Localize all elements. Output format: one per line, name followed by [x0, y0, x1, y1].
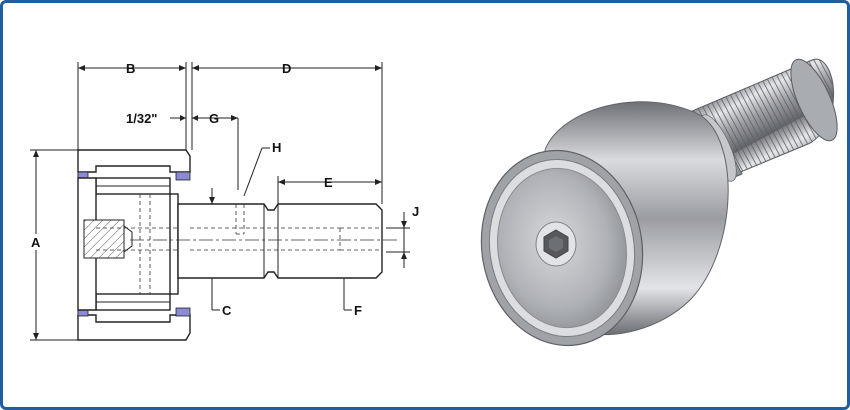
label-j: J	[412, 204, 419, 219]
label-b: B	[126, 61, 135, 76]
label-e: E	[324, 175, 333, 190]
hex-socket	[83, 219, 125, 259]
stud-shank	[177, 203, 383, 279]
seal-bottom-right	[175, 307, 191, 317]
outer-ring-top	[77, 149, 191, 173]
technical-drawing: B D 1/32" G H E J F	[26, 61, 419, 341]
seal-top-right	[175, 171, 191, 181]
label-c: C	[222, 303, 232, 318]
outer-ring-bottom	[77, 314, 191, 341]
end-plate	[169, 193, 179, 295]
label-d: D	[282, 61, 291, 76]
label-h: H	[272, 140, 281, 155]
product-render	[480, 58, 838, 347]
label-a: A	[31, 235, 41, 250]
label-g: G	[209, 111, 219, 126]
label-clearance: 1/32"	[126, 111, 157, 126]
label-f: F	[354, 303, 362, 318]
